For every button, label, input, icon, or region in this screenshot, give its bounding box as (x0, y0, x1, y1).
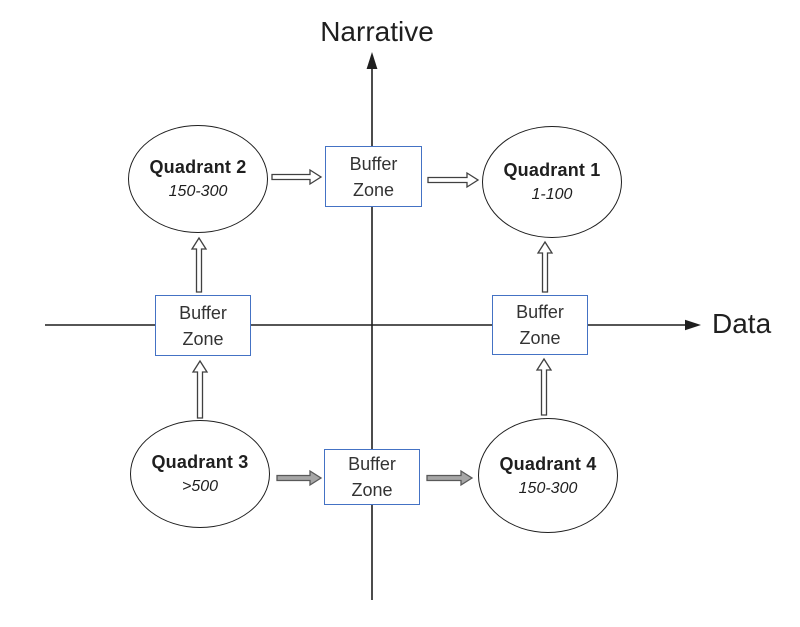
arrow-quadrant3-to-bottom-buffer (276, 469, 323, 487)
arrow-right-buffer-to-quadrant1 (536, 240, 554, 293)
arrow-quadrant4-to-right-buffer (535, 357, 553, 416)
quadrant-4-ellipse: Quadrant 4 150-300 (478, 418, 618, 533)
quadrant-2-name: Quadrant 2 (149, 157, 247, 177)
quadrant-1-ellipse: Quadrant 1 1-100 (482, 126, 622, 238)
quadrant-4-name: Quadrant 4 (499, 453, 597, 474)
quadrant-1-name: Quadrant 1 (503, 160, 601, 180)
quadrant-2-value: 150-300 (168, 183, 228, 200)
x-axis-label: Data (712, 308, 772, 339)
arrow-bottom-buffer-to-quadrant4 (426, 469, 474, 487)
buffer-zone-right: Buffer Zone (492, 295, 588, 355)
x-axis-arrowhead (685, 319, 701, 331)
quadrant-4-value: 150-300 (518, 479, 578, 497)
buffer-zone-left: Buffer Zone (155, 295, 251, 356)
y-axis-arrowhead (366, 52, 378, 69)
quadrant-1-value: 1-100 (531, 186, 573, 203)
arrow-left-buffer-to-quadrant2 (190, 236, 208, 293)
arrow-quadrant2-to-top-buffer (271, 168, 323, 186)
arrow-quadrant3-to-left-buffer (191, 359, 209, 419)
arrow-top-buffer-to-quadrant1 (427, 171, 480, 189)
y-axis-label: Narrative (320, 16, 434, 47)
quadrant-3-name: Quadrant 3 (151, 452, 249, 472)
buffer-zone-top: Buffer Zone (325, 146, 422, 207)
quadrant-2-ellipse: Quadrant 2 150-300 (128, 125, 268, 233)
quadrant-3-value: >500 (181, 478, 219, 495)
buffer-zone-bottom: Buffer Zone (324, 449, 420, 505)
quadrant-3-ellipse: Quadrant 3 >500 (130, 420, 270, 528)
